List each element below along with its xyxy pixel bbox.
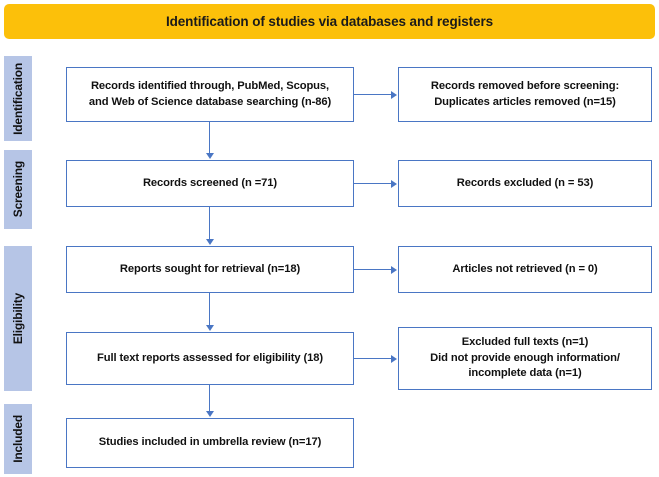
flow-box-reports-sought-for-retrieval-text: Reports sought for retrieval (n=18) bbox=[119, 262, 301, 275]
connector-horizontal-sought-to-notretrieved bbox=[354, 269, 392, 271]
arrowhead-right-removed bbox=[391, 91, 397, 99]
stage-label-identification: Identification bbox=[11, 62, 25, 135]
connector-horizontal-screened-to-excluded bbox=[354, 183, 392, 185]
flow-box-reports-sought-for-retrieval: Reports sought for retrieval (n=18) bbox=[66, 246, 354, 293]
diagram-title: Identification of studies via databases … bbox=[165, 14, 494, 29]
flow-box-records-removed-text: Records removed before screening: Duplic… bbox=[430, 80, 620, 108]
flow-box-records-identified-text: Records identified through, PubMed, Scop… bbox=[88, 80, 332, 108]
flow-box-studies-included: Studies included in umbrella review (n=1… bbox=[66, 418, 354, 468]
stage-label-included: Included bbox=[11, 415, 25, 463]
flow-box-full-text-assessed: Full text reports assessed for eligibili… bbox=[66, 332, 354, 385]
stage-label-screening: Screening bbox=[11, 161, 25, 218]
flow-box-studies-included-text: Studies included in umbrella review (n=1… bbox=[98, 436, 322, 449]
flow-box-records-identified: Records identified through, PubMed, Scop… bbox=[66, 67, 354, 122]
connector-vertical-screened-to-sought bbox=[209, 207, 211, 240]
arrowhead-right-excluded bbox=[391, 180, 397, 188]
stage-bar-identification: Identification bbox=[4, 56, 32, 141]
flow-box-articles-not-retrieved: Articles not retrieved (n = 0) bbox=[398, 246, 652, 293]
arrowhead-down-fulltext bbox=[206, 325, 214, 331]
stage-label-eligibility: Eligibility bbox=[11, 292, 25, 345]
flow-box-records-excluded: Records excluded (n = 53) bbox=[398, 160, 652, 207]
stage-bar-screening: Screening bbox=[4, 150, 32, 229]
arrowhead-down-sought bbox=[206, 239, 214, 245]
flow-box-excluded-full-texts: Excluded full texts (n=1) Did not provid… bbox=[398, 327, 652, 390]
flow-box-records-screened: Records screened (n =71) bbox=[66, 160, 354, 207]
arrowhead-right-excludedfull bbox=[391, 355, 397, 363]
connector-horizontal-identified-to-removed bbox=[354, 94, 392, 96]
connector-vertical-fulltext-to-included bbox=[209, 385, 211, 412]
flow-box-full-text-assessed-text: Full text reports assessed for eligibili… bbox=[97, 351, 323, 364]
flow-box-articles-not-retrieved-text: Articles not retrieved (n = 0) bbox=[452, 262, 598, 275]
arrowhead-down-screened bbox=[206, 153, 214, 159]
arrowhead-right-notretrieved bbox=[391, 266, 397, 274]
flow-box-records-excluded-text: Records excluded (n = 53) bbox=[456, 176, 594, 189]
stage-bar-included: Included bbox=[4, 404, 32, 474]
connector-horizontal-fulltext-to-excludedfull bbox=[354, 358, 392, 360]
connector-vertical-identified-to-screened bbox=[209, 122, 211, 154]
connector-vertical-sought-to-fulltext bbox=[209, 293, 211, 326]
flow-box-records-screened-text: Records screened (n =71) bbox=[142, 176, 278, 189]
flow-box-excluded-full-texts-text: Excluded full texts (n=1) Did not provid… bbox=[430, 336, 620, 380]
stage-bar-eligibility: Eligibility bbox=[4, 246, 32, 391]
diagram-header-banner: Identification of studies via databases … bbox=[4, 4, 655, 39]
flow-box-records-removed: Records removed before screening: Duplic… bbox=[398, 67, 652, 122]
arrowhead-down-included bbox=[206, 411, 214, 417]
